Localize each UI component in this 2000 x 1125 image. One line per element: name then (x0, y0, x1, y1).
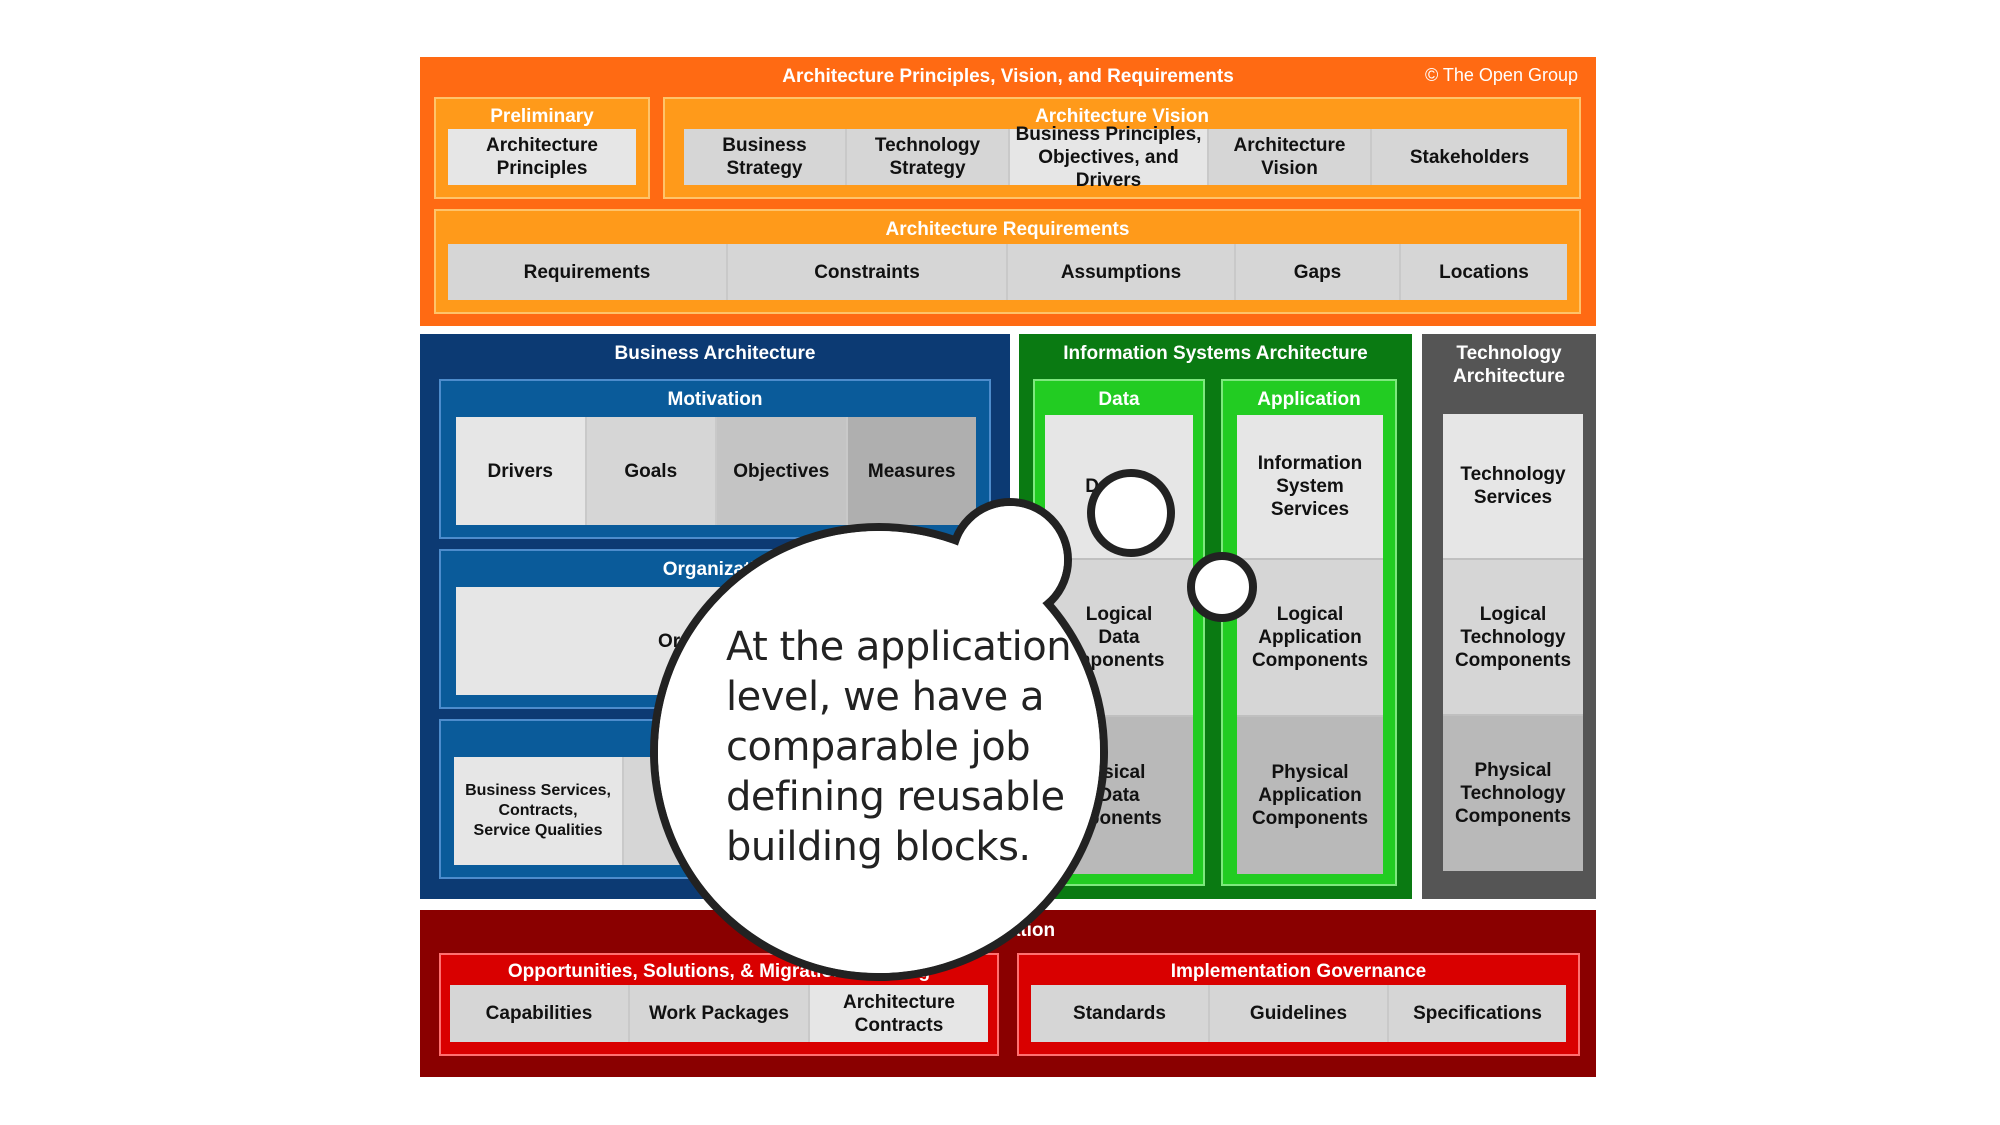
drivers-cell: Drivers (456, 417, 587, 525)
technology-strategy-cell: Technology Strategy (847, 129, 1010, 185)
motivation-title: Motivation (667, 389, 763, 410)
preliminary-box: Preliminary Architecture Principles (434, 97, 650, 199)
preliminary-title: Preliminary (490, 106, 594, 127)
implementation-governance-title: Implementation Governance (1170, 961, 1427, 982)
technology-services-cell: Technology Services (1443, 414, 1583, 560)
architecture-requirements-title: Architecture Requirements (885, 219, 1130, 240)
standards-cell: Standards (1031, 985, 1210, 1042)
organization-title: Organizatio (662, 559, 768, 580)
goals-cell: Goals (586, 417, 717, 525)
requirements-cell: Requirements (448, 244, 728, 300)
opportunities-title: Opportunities, Solutions, & Migration Pl… (507, 961, 931, 982)
locations-cell: Locations (1401, 244, 1567, 300)
architecture-vision-title: Architecture Vision (1035, 106, 1209, 127)
opportunities-box: Opportunities, Solutions, & Migration Pl… (439, 953, 999, 1056)
data-entities-cell: Data es (1045, 415, 1193, 560)
application-title: Application (1257, 389, 1361, 410)
assumptions-cell: Assumptions (1008, 244, 1236, 300)
application-box: Application Information System Services … (1221, 379, 1397, 886)
logical-technology-components-cell: Logical Technology Components (1443, 560, 1583, 716)
realization-title: Realization (954, 920, 1056, 941)
objectives-cell: Objectives (717, 417, 848, 525)
realization-section: Realization Opportunities, Solutions, & … (420, 910, 1596, 1077)
business-principles-cell: Business Principles, Objectives, and Dri… (1010, 124, 1209, 191)
architecture-vision-box: Architecture Vision Business Strategy Te… (663, 97, 1581, 199)
physical-application-components-cell: Physical Application Components (1237, 717, 1383, 874)
technology-architecture-section: Technology Architecture Technology Servi… (1422, 334, 1596, 899)
logical-application-components-cell: Logical Application Components (1237, 560, 1383, 717)
technology-architecture-title: Technology Architecture (1453, 343, 1565, 387)
gaps-cell: Gaps (1236, 244, 1401, 300)
measures-cell: Measures (847, 417, 976, 525)
business-architecture-title: Business Architecture (614, 343, 816, 364)
copyright-text: © The Open Group (1424, 65, 1578, 85)
guidelines-cell: Guidelines (1210, 985, 1389, 1042)
architecture-vision-cell: Architecture Vision (1209, 129, 1372, 185)
constraints-cell: Constraints (728, 244, 1008, 300)
architecture-principles-cell: Architecture Principles (448, 129, 636, 185)
architecture-requirements-box: Architecture Requirements Requirements C… (434, 209, 1581, 314)
principles-section: Architecture Principles, Vision, and Req… (420, 57, 1596, 326)
architecture-contracts-cell: Architecture Contracts (810, 985, 988, 1042)
data-title: Data (1098, 389, 1140, 410)
implementation-governance-box: Implementation Governance Standards Guid… (1017, 953, 1580, 1056)
principles-title: Architecture Principles, Vision, and Req… (782, 66, 1234, 87)
business-services-cell: Business Services, Contracts, Service Qu… (454, 757, 624, 865)
stakeholders-cell: Stakeholders (1372, 129, 1567, 185)
capabilities-cell: Capabilities (450, 985, 630, 1042)
callout-text: At the application level, we have a comp… (726, 624, 1072, 870)
work-packages-cell: Work Packages (630, 985, 810, 1042)
business-strategy-cell: Business Strategy (684, 129, 847, 185)
information-systems-title: Information Systems Architecture (1063, 343, 1368, 364)
motivation-box: Motivation Drivers Goals Objectives Meas… (439, 379, 991, 539)
information-system-services-cell: Information System Services (1237, 415, 1383, 560)
physical-technology-components-cell: Physical Technology Components (1443, 716, 1583, 871)
specifications-cell: Specifications (1389, 985, 1566, 1042)
